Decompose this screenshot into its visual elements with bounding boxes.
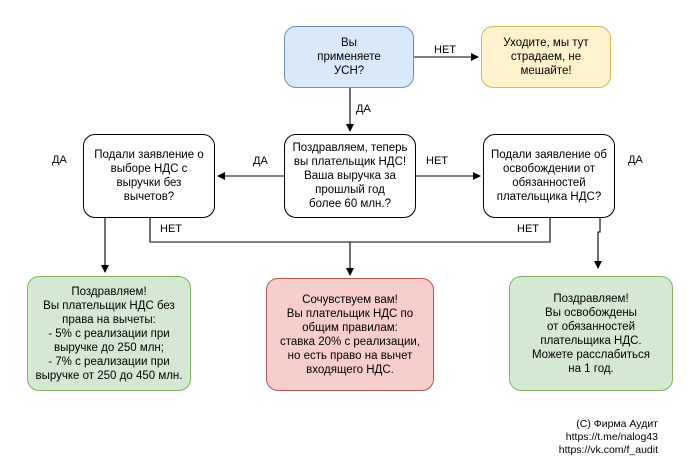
label-usn-yes: ДА <box>356 103 371 115</box>
edge-choice-no <box>149 218 354 276</box>
result-exempt: Поздравляем! Вы освобождены от обязаннос… <box>509 276 673 391</box>
result-general-rules: Сочувствуем вам! Вы плательщик НДС по об… <box>266 278 434 391</box>
question-vat-exemption: Подали заявление об освобождении от обяз… <box>483 134 615 218</box>
label-choice-no: НЕТ <box>160 223 182 235</box>
label-usn-no: НЕТ <box>434 44 456 56</box>
question-vat-choice: Подали заявление о выборе НДС с выручки … <box>83 134 215 218</box>
label-exempt-yes: ДА <box>628 154 643 166</box>
copyright-credit: (С) Фирма Аудит https://t.me/nalog43 htt… <box>558 418 658 456</box>
edge-exempt-yes <box>594 218 602 269</box>
question-usn: Вы применяете УСН? <box>284 26 414 88</box>
label-revenue-yes: ДА <box>253 155 268 167</box>
question-revenue: Поздравляем, теперь вы плательщик НДС! В… <box>284 134 416 218</box>
edge-exempt-no <box>350 218 551 243</box>
result-leave: Уходите, мы тут страдаем, не мешайте! <box>481 26 611 88</box>
result-no-deductions: Поздравляем! Вы плательщик НДС без права… <box>27 276 191 391</box>
label-exempt-no: НЕТ <box>517 223 539 235</box>
label-choice-yes: ДА <box>52 154 67 166</box>
label-revenue-no: НЕТ <box>426 155 448 167</box>
